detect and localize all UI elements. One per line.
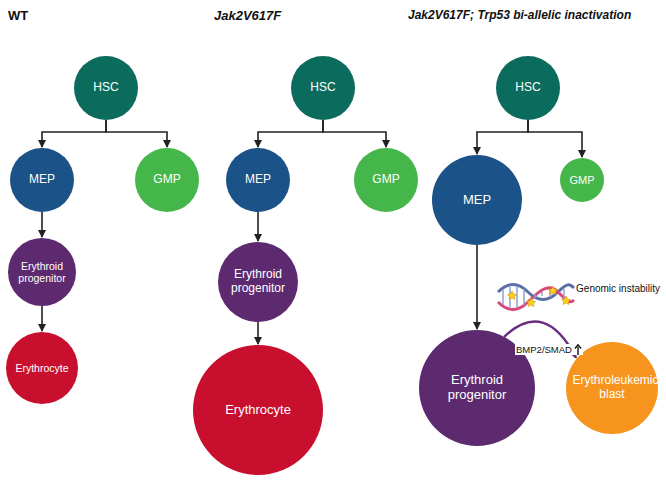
cell-circle: Erythroid progenitor bbox=[8, 238, 76, 306]
cell-name: Erythrocyte bbox=[225, 403, 291, 418]
annotation-label: Genomic instability bbox=[576, 283, 660, 294]
cell-circle: MEP bbox=[432, 155, 522, 245]
cell-circle: GMP bbox=[135, 148, 199, 212]
cell-name: HSC bbox=[93, 81, 118, 95]
lineage-arrow bbox=[257, 212, 259, 241]
up-arrow-symbol bbox=[574, 344, 582, 355]
lineage-arrow bbox=[258, 120, 323, 147]
cell-name: MEP bbox=[463, 193, 491, 208]
cell-circle: MEP bbox=[10, 148, 74, 212]
cell-name: Erythroid progenitor bbox=[224, 268, 292, 296]
cell-name: Erythroid progenitor bbox=[13, 260, 71, 284]
column-title: Jak2V617F bbox=[214, 8, 281, 23]
cell-name: Erythrocyte bbox=[15, 362, 68, 374]
cell-name: Erythroleukemic blast bbox=[573, 374, 652, 402]
pathway-label: BMP2/SMAD bbox=[516, 344, 572, 355]
lineage-arrow bbox=[477, 120, 528, 154]
cell-name: GMP bbox=[569, 174, 594, 187]
lineage-arrow bbox=[106, 120, 167, 147]
lineage-arrow bbox=[257, 322, 259, 344]
cell-name: MEP bbox=[245, 173, 271, 187]
dna-helix bbox=[498, 285, 574, 310]
cell-circle: HSC bbox=[291, 56, 355, 120]
cell-name: HSC bbox=[515, 81, 540, 95]
column-title: Jak2V617F; Trp53 bi-allelic inactivation bbox=[408, 8, 631, 22]
lineage-arrow bbox=[323, 120, 386, 147]
cell-circle: Erythrocyte bbox=[193, 345, 323, 475]
cell-name: GMP bbox=[372, 173, 399, 187]
cell-circle: Erythrocyte bbox=[6, 332, 78, 404]
cell-circle: Erythroid progenitor bbox=[218, 242, 298, 322]
column-title: WT bbox=[8, 8, 28, 23]
lineage-arrow bbox=[41, 306, 43, 331]
cell-circle: HSC bbox=[74, 56, 138, 120]
cell-name: HSC bbox=[310, 81, 335, 95]
cell-circle: GMP bbox=[354, 148, 418, 212]
cell-circle: GMP bbox=[560, 158, 604, 202]
edge-label-box: BMP2/SMAD bbox=[515, 344, 583, 355]
lineage-arrow bbox=[41, 212, 43, 237]
cell-name: Erythroid progenitor bbox=[428, 373, 527, 403]
cell-circle: MEP bbox=[226, 148, 290, 212]
cell-name: MEP bbox=[29, 173, 55, 187]
lineage-arrow bbox=[476, 245, 478, 329]
cell-name: GMP bbox=[153, 173, 180, 187]
lineage-arrow bbox=[528, 120, 582, 157]
cell-circle: HSC bbox=[496, 56, 560, 120]
lineage-arrow bbox=[42, 120, 106, 147]
cell-circle: Erythroleukemic blast bbox=[566, 342, 658, 434]
